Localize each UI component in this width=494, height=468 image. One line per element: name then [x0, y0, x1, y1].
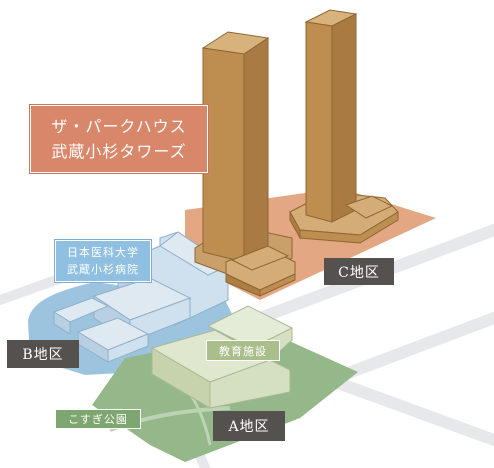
tower-right [289, 9, 399, 244]
property-name-line1: ザ・パークハウス [51, 117, 187, 136]
property-name-box: ザ・パークハウス 武蔵小杉タワーズ [29, 104, 209, 174]
education-facility-label: 教育施設 [206, 340, 280, 361]
hospital-label-line2: 武蔵小杉病院 [67, 263, 139, 276]
district-c-label: C地区 [324, 258, 394, 285]
property-name-line2: 武蔵小杉タワーズ [51, 142, 187, 161]
hospital-label-line1: 日本医科大学 [67, 246, 139, 259]
district-b-label: B地区 [7, 340, 79, 368]
hospital-label: 日本医科大学 武蔵小杉病院 [54, 239, 152, 283]
district-a-label: A地区 [213, 411, 285, 441]
road-bottom [322, 372, 494, 447]
tower-left [194, 31, 296, 297]
park-label: こすぎ公園 [55, 409, 141, 429]
